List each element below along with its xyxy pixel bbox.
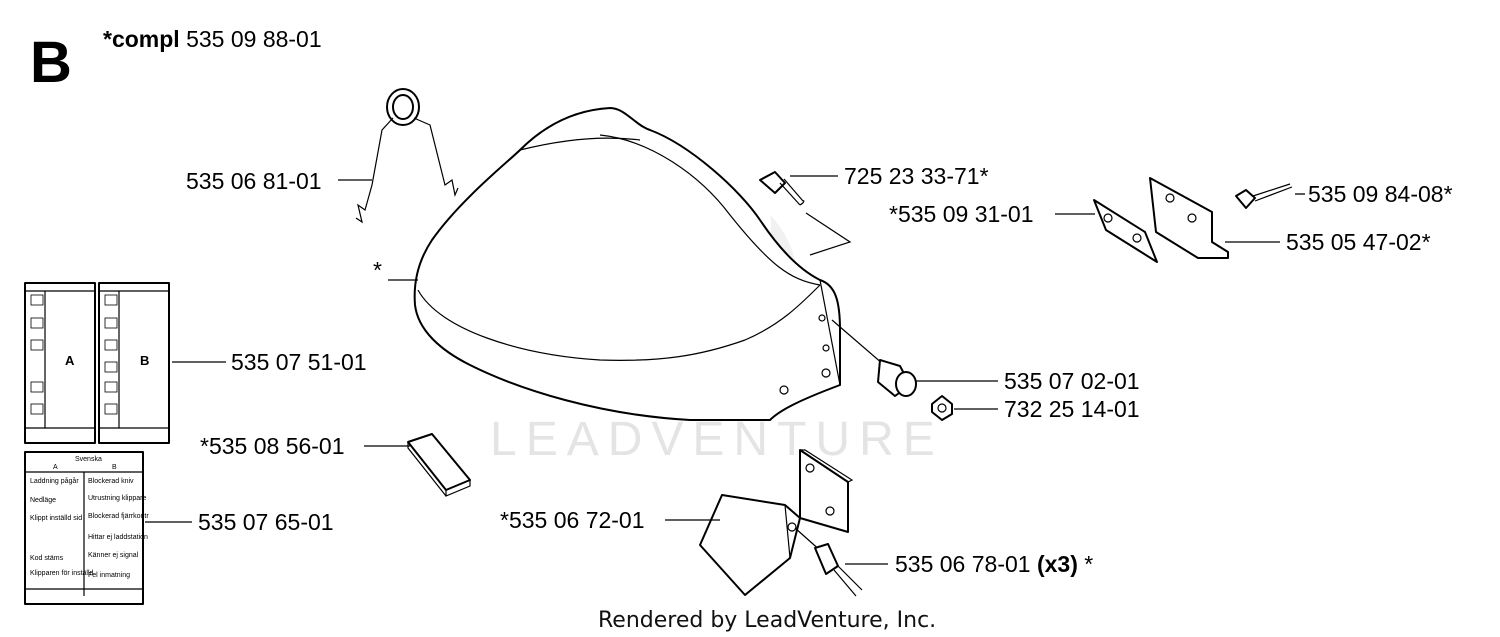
instruction-card-col-a: A xyxy=(53,464,58,471)
instruction-card-col-b: B xyxy=(112,464,117,471)
screw-part xyxy=(759,171,852,256)
card-a-letter: A xyxy=(65,353,75,368)
knob-part xyxy=(877,359,917,397)
plate-part xyxy=(1093,199,1158,263)
label-rivet: 535 09 84-08* xyxy=(1308,181,1453,207)
instruction-card-part xyxy=(24,451,144,605)
label-pin: 535 06 78-01 (x3) * xyxy=(895,551,1093,577)
label-sheet-part xyxy=(24,282,170,444)
bracket-right-part xyxy=(1149,177,1229,259)
label-screw: 725 23 33-71* xyxy=(844,163,989,189)
label-knob: 535 07 02-01 xyxy=(1004,368,1140,394)
instruction-line-right-2: Utrustning klippare xyxy=(88,495,146,502)
instruction-line-left-1: Laddning pågår xyxy=(30,477,79,485)
pin-part xyxy=(794,527,863,597)
nut-part xyxy=(931,395,953,421)
compl-prefix: *compl xyxy=(103,26,180,52)
rivet-part xyxy=(1235,183,1293,209)
label-nut: 732 25 14-01 xyxy=(1004,396,1140,422)
label-label-sheet: 535 07 51-01 xyxy=(231,349,367,375)
compl-header: *compl 535 09 88-01 xyxy=(103,26,322,52)
instruction-line-left-4: Kod stäms xyxy=(30,555,64,562)
label-pin-qty: (x3) xyxy=(1037,551,1078,577)
label-sticker-block: *535 08 56-01 xyxy=(200,433,345,459)
bracket-bottom-part xyxy=(699,449,854,596)
watermark-text: LEADVENTURE xyxy=(490,413,944,466)
label-plate: *535 09 31-01 xyxy=(889,201,1034,227)
card-b-letter: B xyxy=(140,353,149,368)
label-bracket-right: 535 05 47-02* xyxy=(1286,229,1431,255)
instruction-line-left-5: Klipparen för inställd xyxy=(30,570,94,577)
instruction-line-right-5: Känner ej signal xyxy=(88,552,139,559)
label-cover-asterisk: * xyxy=(373,257,382,283)
instruction-line-right-3: Blockerad fjärrkontr xyxy=(88,513,149,520)
instruction-card-title: Svenska xyxy=(75,456,102,463)
instruction-line-right-1: Blockerad kniv xyxy=(88,478,134,485)
instruction-line-right-4: Hittar ej laddstation xyxy=(88,534,148,541)
compl-number: 535 09 88-01 xyxy=(186,26,322,52)
label-instruction-card: 535 07 65-01 xyxy=(198,509,334,535)
cover-part xyxy=(413,107,841,421)
footer-credit: Rendered by LeadVenture, Inc. xyxy=(598,608,936,633)
spring-part xyxy=(355,88,459,224)
instruction-line-right-6: Fel inmatning xyxy=(88,572,130,579)
label-pin-number: 535 06 78-01 xyxy=(895,551,1031,577)
label-spring: 535 06 81-01 xyxy=(186,168,322,194)
sticker-block-part xyxy=(407,433,471,497)
label-bracket-bottom: *535 06 72-01 xyxy=(500,507,645,533)
instruction-line-left-2: Nedläge xyxy=(30,497,56,504)
label-pin-suffix: * xyxy=(1084,551,1093,577)
section-letter: B xyxy=(30,30,72,95)
instruction-line-left-3: Klippt inställd sid xyxy=(30,515,82,522)
